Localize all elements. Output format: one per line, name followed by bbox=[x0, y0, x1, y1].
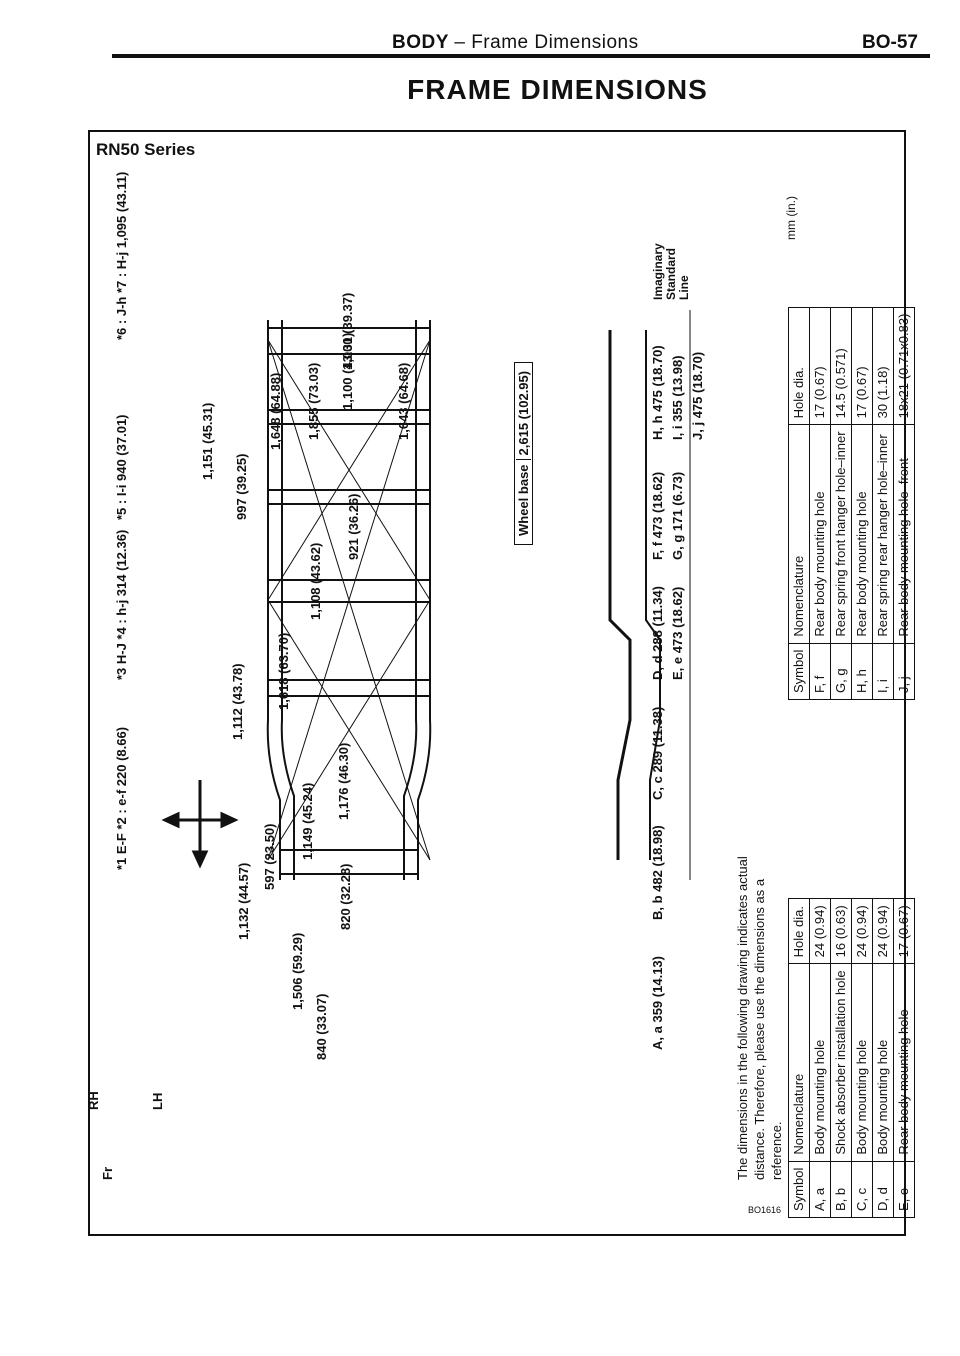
dim-label: 1,855 (73.03) bbox=[306, 362, 321, 440]
series-label: RN50 Series bbox=[96, 140, 196, 159]
height-c: C, c 289 (11.38) bbox=[650, 706, 665, 800]
unit-note: mm (in.) bbox=[784, 196, 798, 240]
height-i: I, i 355 (13.98) bbox=[670, 355, 685, 440]
height-j: J, j 475 (18.70) bbox=[690, 351, 705, 440]
dim-label: 1,506 (59.29) bbox=[290, 932, 305, 1010]
dim-label: 1,648 (64.88) bbox=[268, 372, 283, 450]
table-header-row: Symbol Nomenclature Hole dia. bbox=[788, 307, 810, 700]
figure-code: BO1616 bbox=[748, 1205, 782, 1215]
height-h: H, h 475 (18.70) bbox=[650, 345, 665, 440]
note-ii: *5 : I-i 940 (37.01) bbox=[114, 414, 129, 521]
dim-label: 1,643 (64.68) bbox=[396, 362, 411, 440]
dim-label: 820 (32.28) bbox=[338, 863, 353, 931]
page-title: FRAME DIMENSIONS bbox=[407, 74, 708, 105]
dim-label: 1,000 (39.37) bbox=[340, 292, 355, 370]
note-ef: *1 E-F *2 : e-f 220 (8.66) bbox=[114, 726, 129, 870]
height-f: F, f 473 (18.62) bbox=[650, 471, 665, 560]
dim-label: 597 (23.50) bbox=[262, 823, 277, 891]
dim-label: 840 (33.07) bbox=[314, 993, 329, 1061]
dim-label: 997 (39.25) bbox=[234, 453, 249, 521]
header-section: BODY bbox=[392, 32, 449, 53]
dim-label: 1,151 (45.31) bbox=[200, 402, 215, 480]
header-rule bbox=[112, 54, 930, 58]
height-a: A, a 359 (14.13) bbox=[650, 956, 665, 1050]
wheel-base-box: Wheel base 2,615 (102.95) bbox=[514, 361, 533, 545]
height-e: E, e 473 (18.62) bbox=[670, 586, 685, 680]
dim-label: 1,132 (44.57) bbox=[236, 862, 251, 940]
imaginary-line-label: Imaginary Standard Line bbox=[651, 243, 691, 300]
wheel-base-label: Wheel base bbox=[516, 464, 531, 536]
height-d: D, d 288 (11.34) bbox=[650, 586, 665, 680]
dim-label: 1,149 (45.24) bbox=[300, 782, 315, 860]
dim-label: 1,108 (43.62) bbox=[308, 542, 323, 620]
page-number: BO-57 bbox=[862, 32, 918, 53]
figure-frame bbox=[88, 130, 906, 1236]
direction-fr: Fr bbox=[100, 1167, 115, 1180]
dim-label: 1,112 (43.78) bbox=[230, 663, 245, 740]
disclaimer-note: The dimensions in the following drawing … bbox=[735, 856, 784, 1180]
table-header-row: Symbol Nomenclature Hole dia. bbox=[788, 898, 810, 1218]
header-subsection: – Frame Dimensions bbox=[454, 32, 639, 53]
dim-label: 1,176 (46.30) bbox=[336, 742, 351, 820]
dim-label: 1,618 (63.70) bbox=[276, 632, 291, 710]
dim-label: 921 (36.26) bbox=[346, 493, 361, 561]
height-g: G, g 171 (6.73) bbox=[670, 471, 685, 560]
direction-rh: RH bbox=[86, 1091, 101, 1110]
note-jh: *6 : J-h *7 : H-j 1,095 (43.11) bbox=[114, 171, 129, 340]
header-title: BODY – Frame Dimensions bbox=[392, 32, 639, 54]
height-b: B, b 482 (18.98) bbox=[650, 825, 665, 920]
note-hj: *3 H-J *4 : h-j 314 (12.36) bbox=[114, 529, 129, 680]
direction-lh: LH bbox=[150, 1092, 165, 1110]
wheel-base-value: 2,615 (102.95) bbox=[516, 366, 531, 461]
frame-diagram bbox=[161, 310, 691, 880]
